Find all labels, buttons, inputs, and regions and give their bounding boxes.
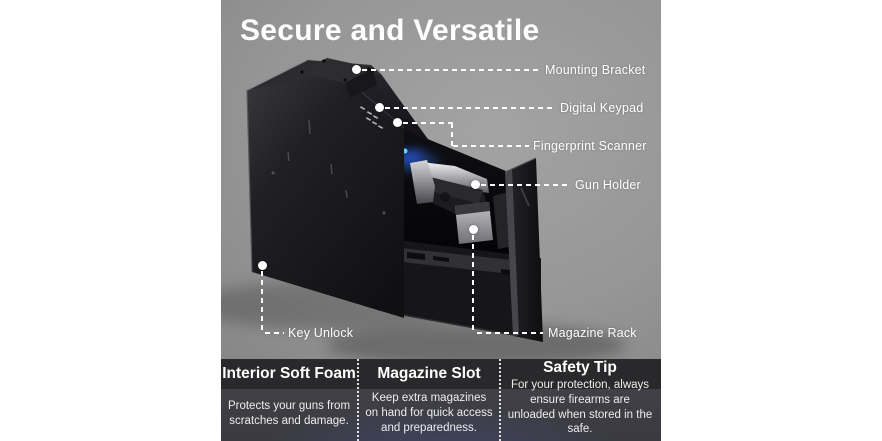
digital-keypad-dot: [375, 103, 384, 112]
fingerprint-scanner-line-1: [403, 122, 453, 124]
info-body-text: Keep extra magazines on hand for quick a…: [365, 392, 493, 434]
gun-holder-label: Gun Holder: [575, 178, 641, 192]
fingerprint-scanner-line-2: [453, 145, 529, 147]
info-panel: Interior Soft Foam Protects your guns fr…: [221, 359, 661, 441]
safe-door: [504, 157, 543, 342]
key-unlock-line-h: [265, 332, 284, 334]
info-body-text: For your protection, always ensure firea…: [507, 379, 653, 436]
magazine-rack-label: Magazine Rack: [548, 326, 637, 340]
mounting-bracket-dot: [352, 65, 361, 74]
key-unlock-dot: [258, 261, 267, 270]
key-unlock-label: Key Unlock: [288, 326, 354, 340]
page-title: Secure and Versatile: [240, 14, 540, 47]
info-heading: Interior Soft Foam: [222, 365, 356, 382]
info-column-safety-tip: Safety Tip For your protection, always e…: [499, 359, 659, 441]
info-column-interior-soft-foam: Interior Soft Foam Protects your guns fr…: [221, 359, 357, 441]
mounting-bracket-line: [362, 69, 538, 71]
info-heading: Safety Tip: [543, 359, 617, 377]
fingerprint-scanner-line-elbow: [451, 123, 453, 146]
safe-body: [246, 58, 430, 318]
magazine-rack-line-v: [472, 235, 474, 334]
gun-holder-dot: [471, 180, 480, 189]
info-body-text: Protects your guns from scratches and da…: [227, 399, 351, 427]
keypad-buttons: [359, 106, 384, 129]
gun-safe-illustration: [221, 58, 626, 366]
digital-keypad-label: Digital Keypad: [560, 101, 644, 115]
face-slot-marks: [287, 119, 348, 199]
info-heading: Magazine Slot: [377, 365, 481, 382]
magazine-rack-dot: [469, 225, 478, 234]
fingerprint-scanner-label: Fingerprint Scanner: [533, 139, 647, 153]
drawer-and-rails: [397, 240, 542, 341]
mounting-bracket-illustration: [297, 58, 377, 98]
magazine-illustration: [455, 202, 493, 244]
fingerprint-scanner-dot: [393, 118, 402, 127]
product-stage: Secure and Versatile Mounting Bracket Di…: [221, 0, 661, 441]
pistol-illustration: [395, 148, 513, 249]
key-unlock-line-v: [261, 271, 263, 334]
mounting-bracket-label: Mounting Bracket: [545, 63, 646, 77]
info-column-magazine-slot: Magazine Slot Keep extra magazines on ha…: [357, 359, 499, 441]
magazine-rack-line-h: [477, 332, 543, 334]
gun-holder-line: [481, 184, 571, 186]
digital-keypad-line: [385, 107, 556, 109]
